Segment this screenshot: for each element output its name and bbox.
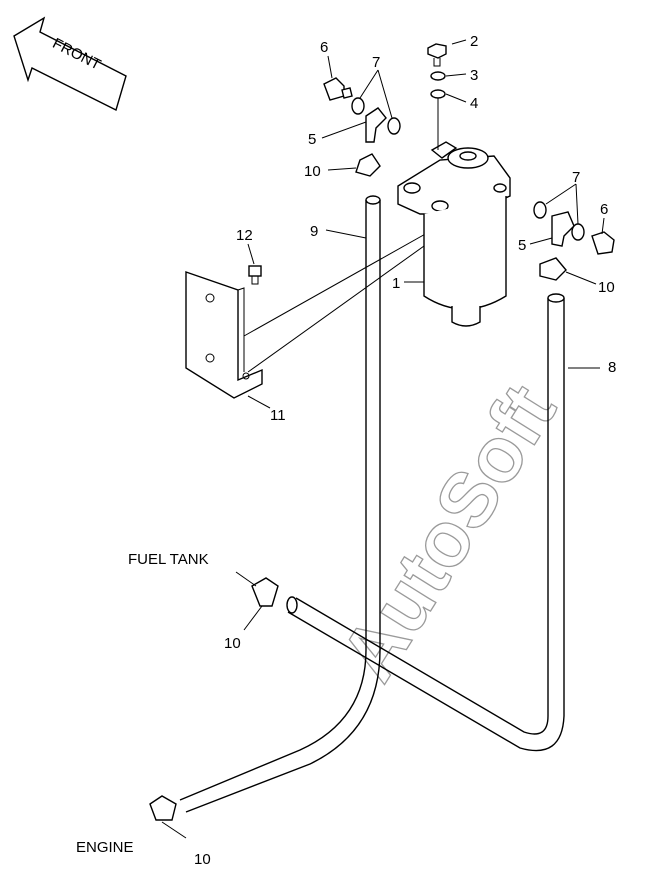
callout-10-top: 10 <box>304 163 321 180</box>
callout-1: 1 <box>392 275 400 292</box>
mounting-bracket <box>185 271 263 399</box>
callout-9: 9 <box>310 223 318 240</box>
clamp-engine <box>149 795 177 821</box>
callout-5-right: 5 <box>518 237 526 254</box>
callout-7-right: 7 <box>572 169 580 186</box>
bolt-2 <box>427 43 447 67</box>
callout-3: 3 <box>470 67 478 84</box>
hose-9-end <box>365 195 381 205</box>
washer-3 <box>430 71 446 81</box>
fuel-filter-head <box>397 141 511 215</box>
callout-10-engine: 10 <box>194 851 211 868</box>
callout-2: 2 <box>470 33 478 50</box>
callout-5-left: 5 <box>308 131 316 148</box>
callout-10-right: 10 <box>598 279 615 296</box>
fuel-filter-canister <box>423 196 507 327</box>
hose-8 <box>287 298 565 752</box>
leader-lines <box>161 39 605 839</box>
fuel-tank-label: FUEL TANK <box>128 551 209 568</box>
callout-7-left: 7 <box>372 54 380 71</box>
hose-8-tank-end <box>286 596 298 614</box>
watermark-text: AutoSoft <box>323 369 572 695</box>
bolt-12 <box>248 265 262 285</box>
callout-10-tank: 10 <box>224 635 241 652</box>
callout-12: 12 <box>236 227 253 244</box>
clamp-fuel-tank <box>251 577 279 607</box>
left-banjo-fitting <box>323 77 401 177</box>
callout-4: 4 <box>470 95 478 112</box>
callout-11: 11 <box>270 407 286 424</box>
washer-4 <box>430 89 446 99</box>
callout-8: 8 <box>608 359 616 376</box>
engine-label: ENGINE <box>76 839 134 856</box>
front-arrow: FRONT <box>13 16 127 112</box>
leader-bracket-filter-2 <box>247 235 439 373</box>
callout-6-right: 6 <box>600 201 608 218</box>
leader-bracket-filter <box>243 227 437 337</box>
hose-8-end <box>547 293 565 303</box>
callout-6-left: 6 <box>320 39 328 56</box>
